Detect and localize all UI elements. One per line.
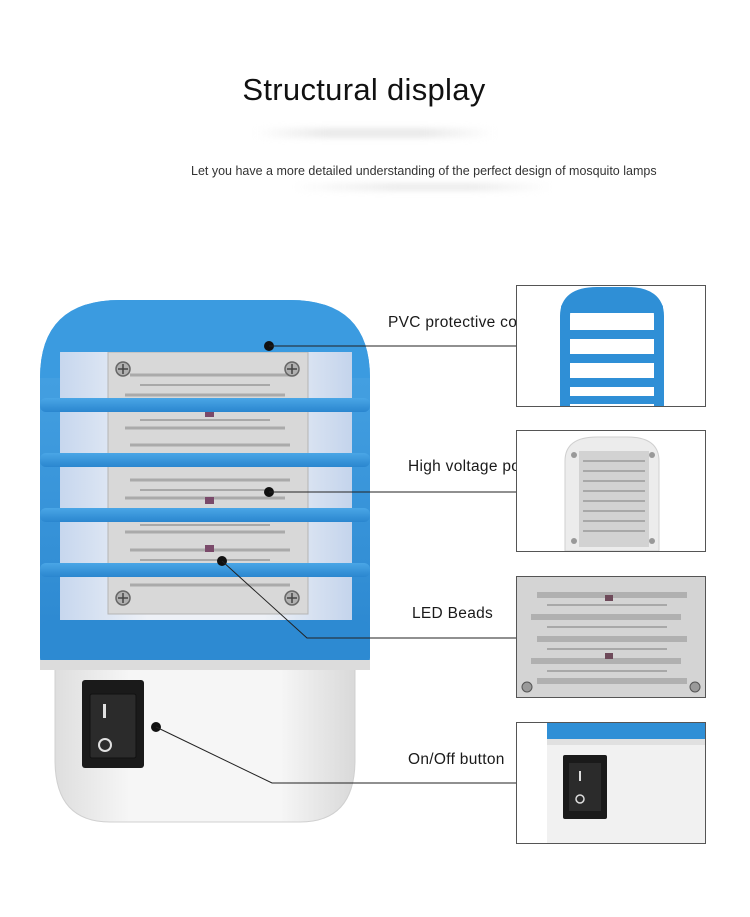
led-bead — [205, 545, 214, 552]
pvc-cover-photo — [560, 287, 664, 406]
thumbnail-pvc-cover — [516, 285, 706, 407]
title-reflection — [255, 128, 495, 138]
subtitle-reflection — [290, 183, 550, 191]
leader-lines — [155, 345, 516, 784]
page-title: Structural display — [242, 72, 486, 107]
switch-rocker — [89, 693, 137, 759]
callout-label-pvc-cover: PVC protective cover — [388, 314, 540, 331]
led-beads-photo — [517, 577, 705, 697]
led-bead — [205, 497, 214, 504]
cover-bars — [40, 398, 370, 577]
led-bead — [205, 410, 214, 417]
thumbnail-power-grid — [516, 430, 706, 552]
cover-bottom-band — [40, 620, 370, 668]
on-off-button-photo — [547, 723, 705, 843]
callout-label-on-off-button: On/Off button — [408, 751, 505, 768]
cover-arch — [40, 300, 370, 378]
thumbnail-on-off-button — [516, 722, 706, 844]
page-subtitle: Let you have a more detailed understandi… — [191, 164, 657, 178]
callout-label-led-beads: LED Beads — [412, 605, 494, 622]
thumbnail-led-beads — [516, 576, 706, 698]
power-grid-photo — [564, 436, 660, 551]
